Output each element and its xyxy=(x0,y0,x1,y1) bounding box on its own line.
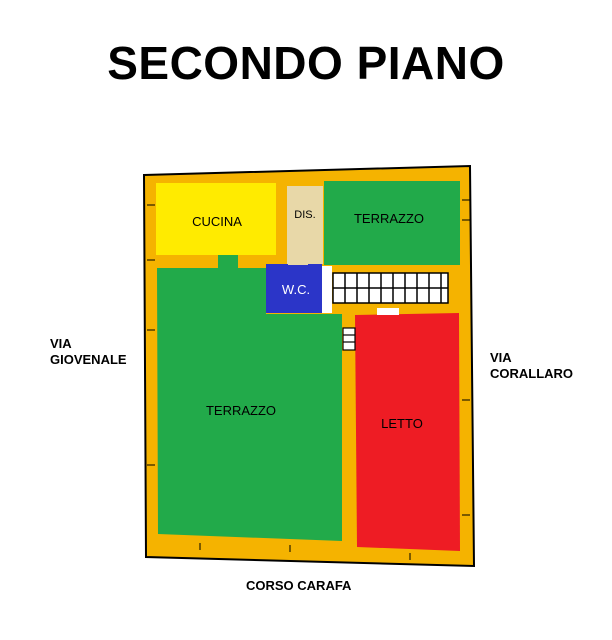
street-label-south: CORSO CARAFA xyxy=(246,578,352,593)
label-terrazzo-top: TERRAZZO xyxy=(354,211,424,226)
room-letto xyxy=(355,313,460,551)
dis-door-opening xyxy=(288,255,308,265)
label-wc: W.C. xyxy=(282,282,310,297)
street-west-line2: GIOVENALE xyxy=(50,352,127,367)
street-west-line1: VIA xyxy=(50,336,72,351)
label-terrazzo-main: TERRAZZO xyxy=(206,403,276,418)
wc-door-opening xyxy=(322,266,332,313)
street-label-west: VIA GIOVENALE xyxy=(50,336,127,368)
corridor-steps xyxy=(342,327,356,351)
room-cucina xyxy=(156,183,276,255)
street-east-line1: VIA xyxy=(490,350,512,365)
street-label-east: VIA CORALLARO xyxy=(490,350,573,382)
room-terrazzo-top xyxy=(324,181,460,265)
room-dis xyxy=(287,186,323,264)
kitchen-door-opening xyxy=(218,255,238,268)
room-wc xyxy=(266,264,322,313)
label-letto: LETTO xyxy=(381,416,423,431)
page-title: SECONDO PIANO xyxy=(107,37,505,89)
label-dis: DIS. xyxy=(294,209,315,221)
letto-door-opening xyxy=(377,308,399,315)
street-east-line2: CORALLARO xyxy=(490,366,574,381)
staircase xyxy=(332,272,449,304)
window-marks xyxy=(147,199,470,560)
label-cucina: CUCINA xyxy=(192,214,242,229)
room-terrazzo-main xyxy=(157,268,342,541)
